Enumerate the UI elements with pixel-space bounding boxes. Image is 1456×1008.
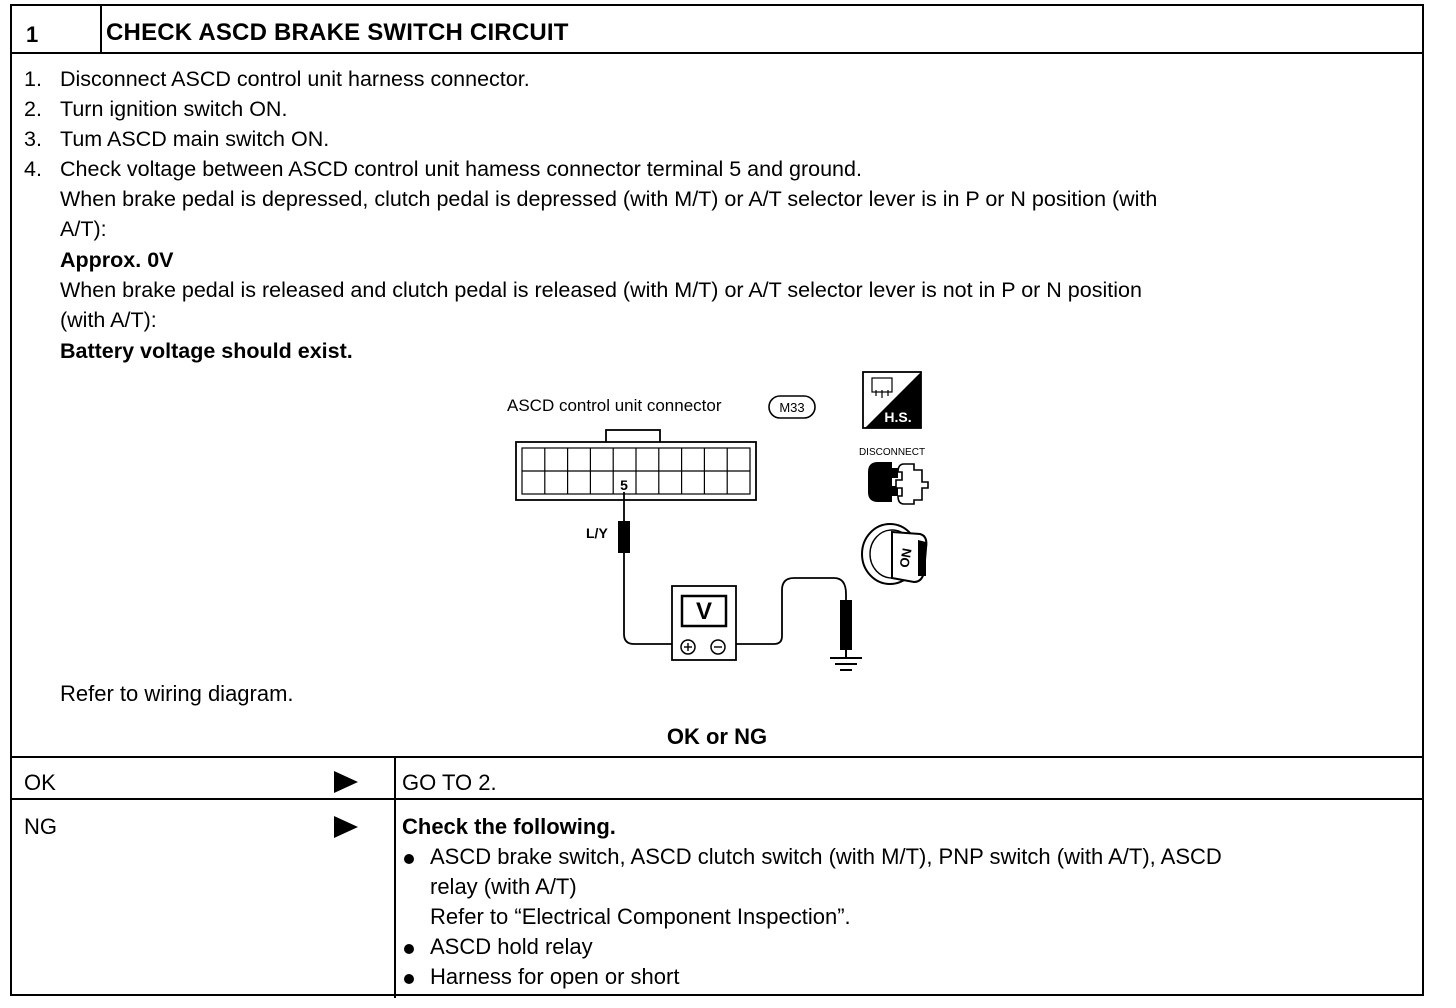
header-divider <box>100 6 102 52</box>
item-number: 2. <box>24 97 42 121</box>
negative-probe <box>840 600 852 650</box>
ng-arrow-icon <box>334 816 358 838</box>
spec-approx-0v: Approx. 0V <box>60 248 174 272</box>
ok-action: GO TO 2. <box>402 770 497 795</box>
divider <box>12 798 1422 800</box>
connector-id: M33 <box>779 400 804 415</box>
bullet-icon <box>404 974 414 984</box>
ground-symbol <box>830 650 862 671</box>
ignition-key-on-icon <box>861 523 928 585</box>
bullet-icon <box>404 944 414 954</box>
item-number: 4. <box>24 157 42 181</box>
voltmeter <box>671 585 737 661</box>
positive-probe <box>618 521 630 553</box>
item-text: Disconnect ASCD control unit harness con… <box>60 67 530 91</box>
step-number: 1 <box>26 22 39 47</box>
condition-line: A/T): <box>60 217 107 241</box>
connector-body <box>515 429 757 501</box>
ng-label: NG <box>24 814 57 839</box>
item-text: Turn ignition switch ON. <box>60 97 288 121</box>
ng-item: ASCD hold relay <box>430 934 593 959</box>
connector-id-badge <box>768 395 816 419</box>
bullet-icon <box>404 854 414 864</box>
condition-line: (with A/T): <box>60 308 157 332</box>
negative-wire <box>736 577 847 645</box>
disconnect-icon <box>868 462 929 505</box>
harness-side-icon <box>862 371 922 429</box>
voltage-check-diagram: ASCD control unit connector M33 5 L/Y V <box>507 371 929 671</box>
connector-label: ASCD control unit connector <box>507 396 722 415</box>
item-text: Tum ASCD main switch ON. <box>60 127 330 151</box>
positive-wire <box>623 553 682 645</box>
ng-heading: Check the following. <box>402 814 616 839</box>
refer-text: Refer to wiring diagram. <box>60 681 294 706</box>
item-number: 1. <box>24 67 42 91</box>
key-on-label: ON <box>896 547 914 569</box>
spec-battery-voltage: Battery voltage should exist. <box>60 339 353 363</box>
ng-item-continued: relay (with A/T) <box>430 874 577 899</box>
ok-label: OK <box>24 770 56 795</box>
hs-label: H.S. <box>884 409 911 425</box>
ng-item-note: Refer to “Electrical Component Inspectio… <box>430 904 851 929</box>
ok-arrow-icon <box>334 771 358 793</box>
item-number: 3. <box>24 127 42 151</box>
divider <box>12 756 1422 758</box>
ng-item: ASCD brake switch, ASCD clutch switch (w… <box>430 844 1222 869</box>
step-header: 1 CHECK ASCD BRAKE SWITCH CIRCUIT <box>12 6 1422 54</box>
disconnect-label: DISCONNECT <box>859 447 925 458</box>
column-divider <box>394 756 396 998</box>
meter-symbol: V <box>696 598 712 625</box>
ng-item: Harness for open or short <box>430 964 680 989</box>
procedure-table: 1 CHECK ASCD BRAKE SWITCH CIRCUIT 1. Dis… <box>10 4 1424 998</box>
condition-line: When brake pedal is depressed, clutch pe… <box>60 187 1158 211</box>
result-prompt: OK or NG <box>666 724 768 749</box>
condition-line: When brake pedal is released and clutch … <box>60 278 1142 302</box>
step-title: CHECK ASCD BRAKE SWITCH CIRCUIT <box>106 19 569 46</box>
wire-color-label: L/Y <box>586 525 608 541</box>
terminal-number: 5 <box>620 477 628 493</box>
item-text: Check voltage between ASCD control unit … <box>60 157 862 181</box>
